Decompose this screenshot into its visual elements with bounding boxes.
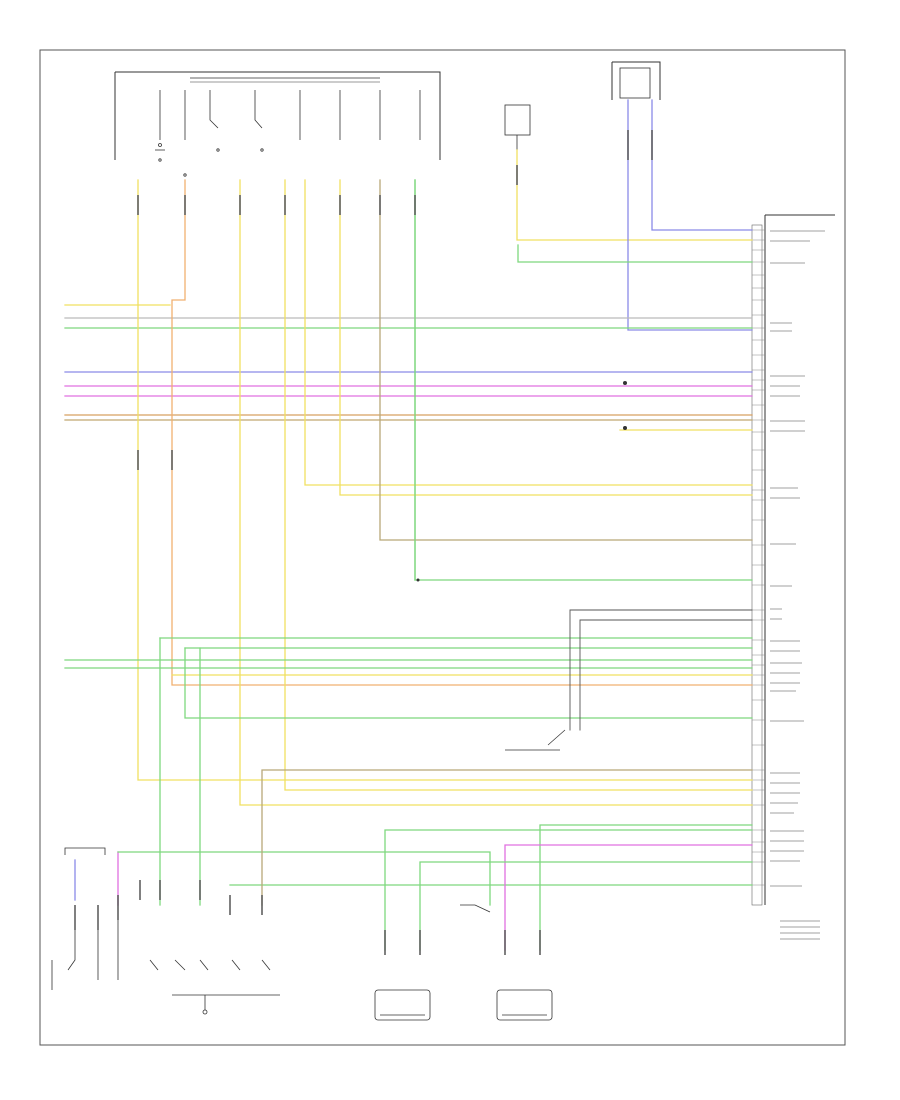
wire-tcc-tan [261,769,753,906]
wire-trs-t9-yellow [339,179,753,496]
splice-callout [505,729,566,751]
wire-green-top [517,244,753,263]
connector-marks [74,130,653,955]
wire-tcc-pink [504,844,753,951]
overdrive-switch [611,61,661,100]
output-speed-sensor [504,104,531,150]
label-placeholders [770,230,825,940]
pcm-pin-ticks [752,229,765,886]
wire-trs-t37-yellow [304,179,753,486]
wire-tcc-green-2 [419,861,753,951]
overdrive-cancel-switch [51,847,106,990]
wire-overdrive-blue [627,99,753,331]
wire-lower-bus [117,851,491,906]
wire-trs-t42-yellow [284,179,753,791]
wire-tcc-green [539,824,753,951]
wire-trs-t1-yellow [239,179,753,806]
wire-layer [64,99,753,951]
wire-mid-gray [569,609,753,731]
wire-mid-green-5 [184,647,753,719]
trs-switch-contacts [155,90,421,177]
splice-dots [416,381,627,582]
wire-trs-t20-tan [379,179,753,541]
wire-overdrive-blue-2 [651,99,753,231]
trs-header-block [114,71,441,177]
trs-lower-switch-block [117,920,280,1015]
wire-speed-sensor-yellow [516,149,753,241]
diagram-frame [39,49,846,1046]
wire-lower-green-2 [384,829,753,951]
pcm-module-block [751,214,835,906]
wire-trs-t41-yellow [137,179,753,781]
wire-trs-t3-orange [171,179,753,686]
shift-solenoid-connectors [374,904,553,1021]
